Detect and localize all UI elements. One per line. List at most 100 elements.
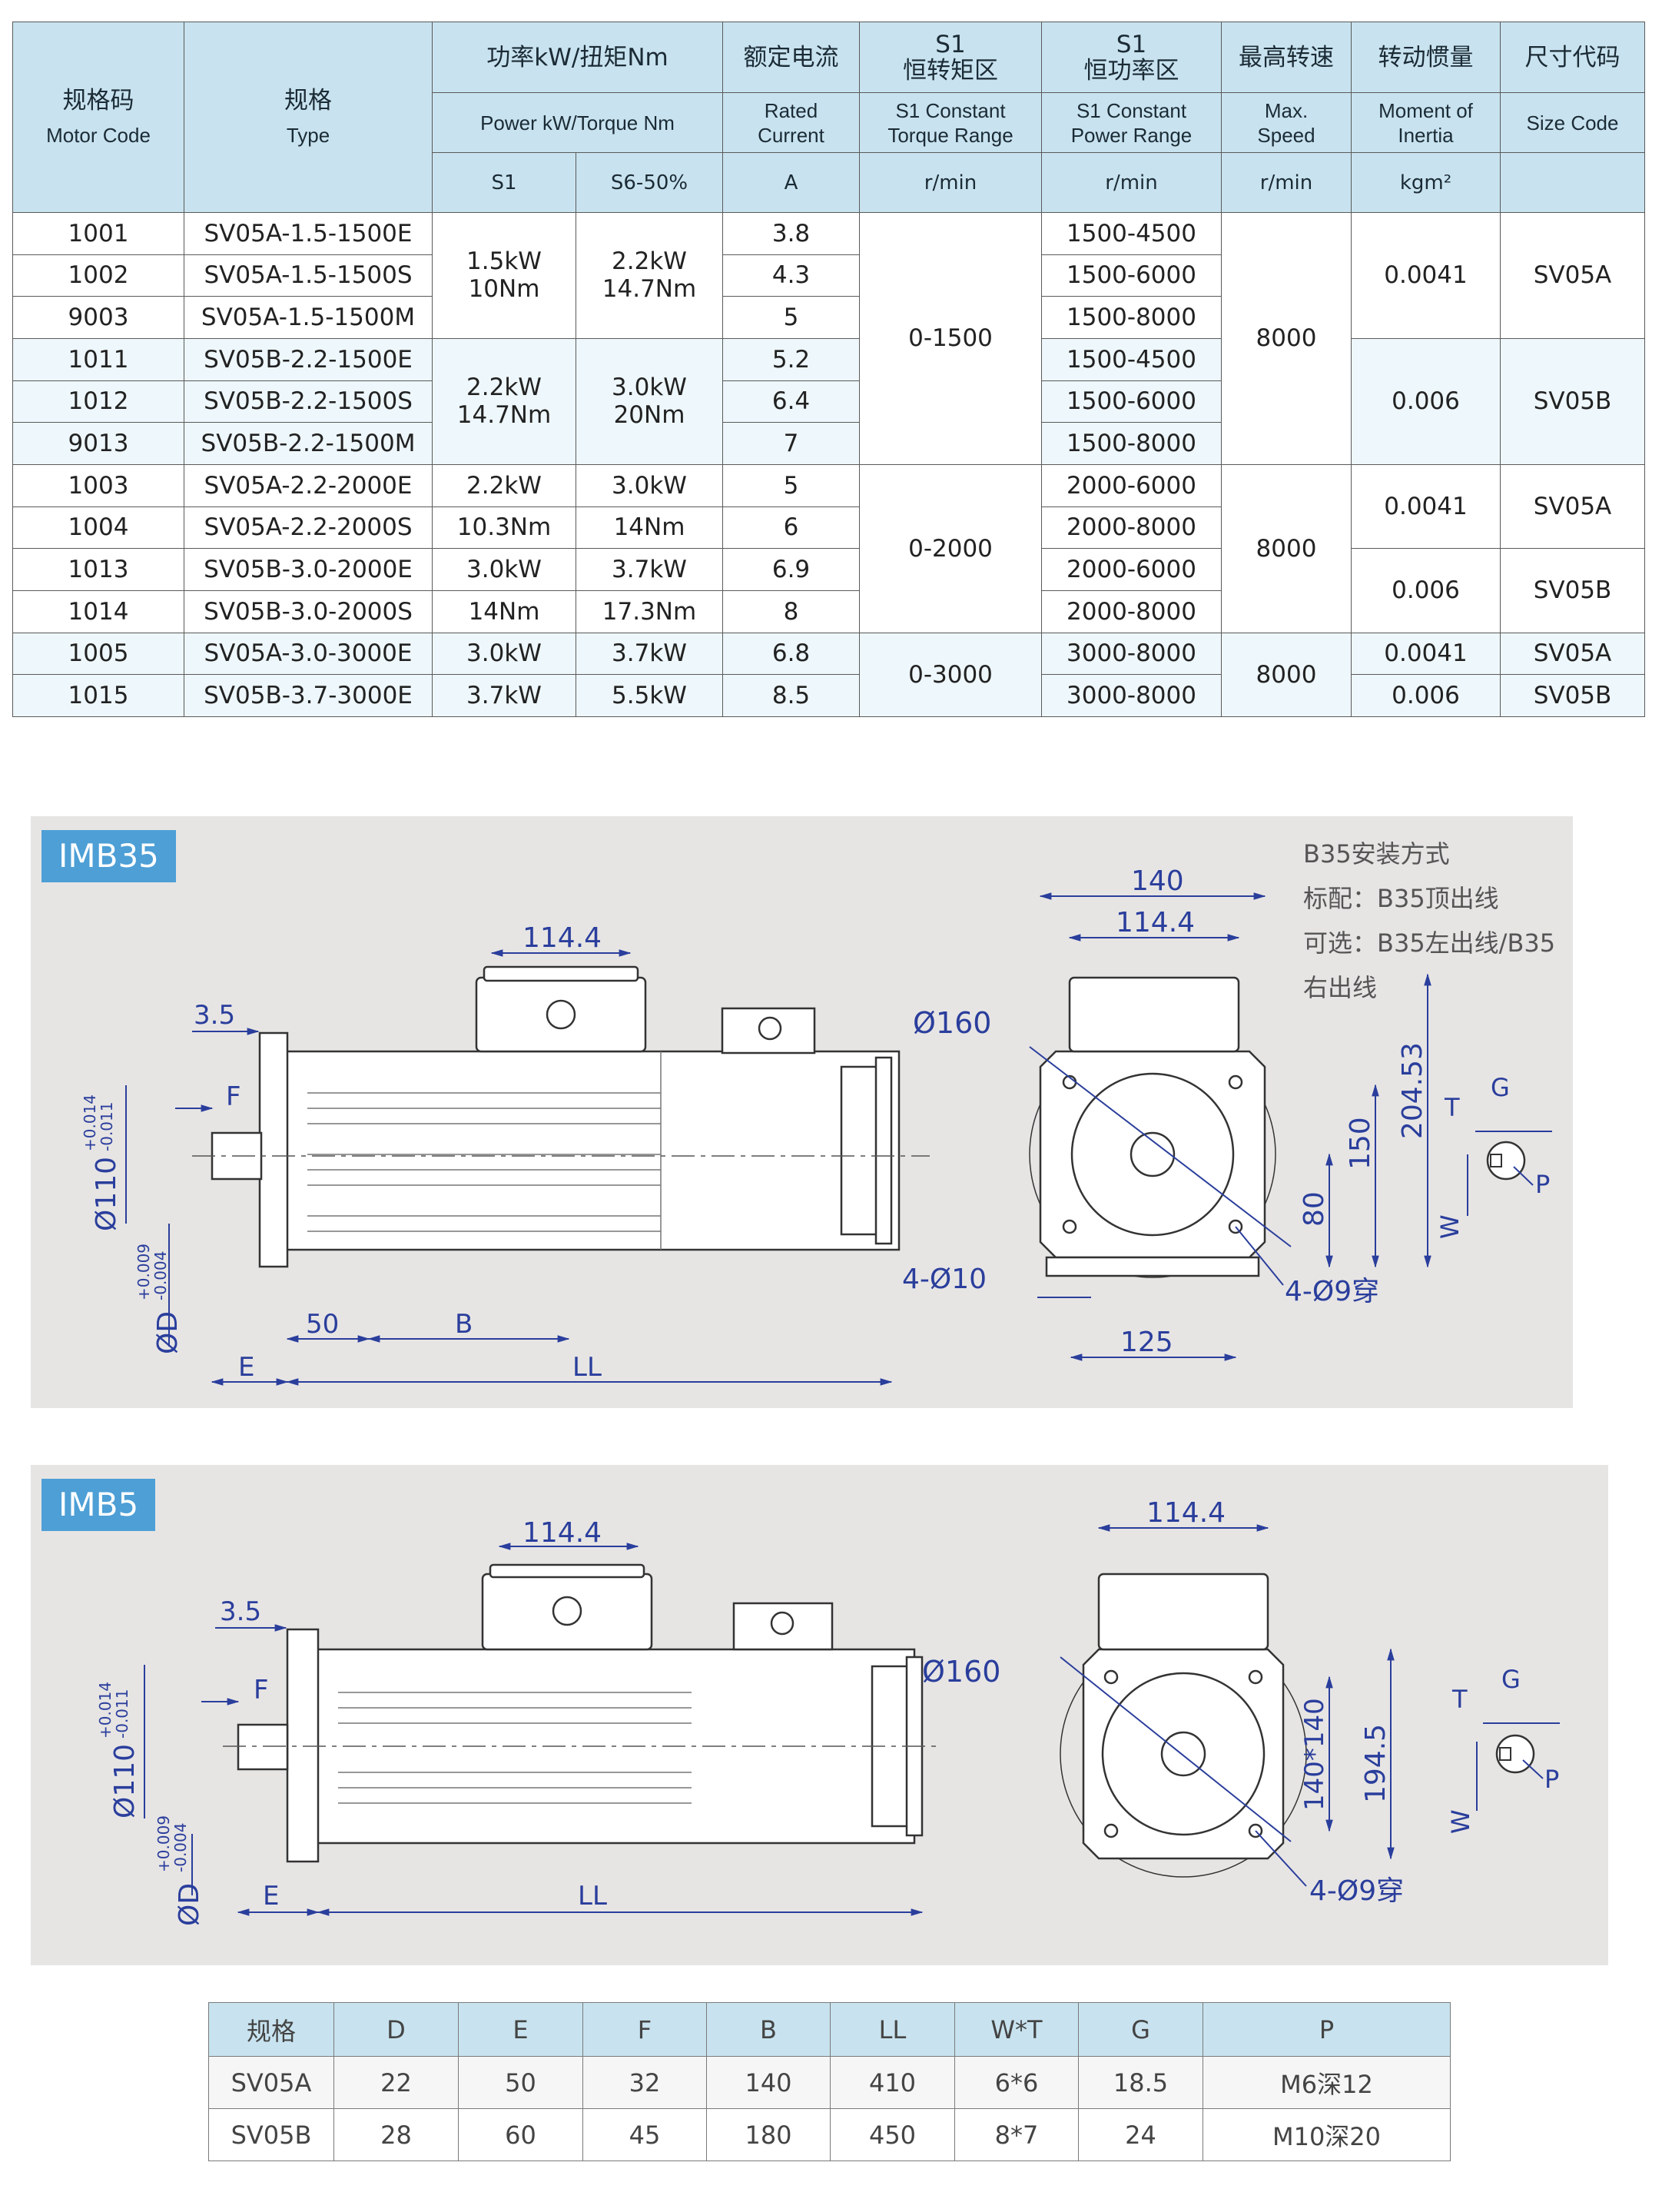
cell-s1: 3.7kW: [432, 674, 576, 717]
cell-inertia: 0.0041: [1351, 632, 1501, 676]
dim-114-4: 114.4: [522, 922, 602, 954]
cell-torque-range: 0-3000: [859, 632, 1042, 718]
size-cell: SV05A: [208, 2056, 334, 2109]
dim-dia-D: ØD: [152, 1311, 184, 1354]
dim-125: 125: [1120, 1327, 1173, 1358]
dim-F: F: [226, 1081, 241, 1112]
dim-204-53: 204.53: [1397, 1042, 1428, 1139]
cable-gland-icon: [770, 1611, 795, 1636]
cell-current: 4.3: [722, 254, 860, 297]
cell-size-code: SV05B: [1500, 337, 1645, 465]
shaft-key-detail: [1495, 1734, 1535, 1774]
dim-tol-lower: -0.011: [98, 1102, 116, 1151]
cell-size-code: SV05A: [1500, 463, 1645, 550]
size-header: E: [458, 2002, 583, 2057]
header-inertia-unit: kgm²: [1351, 152, 1501, 213]
cell-current: 3.8: [722, 212, 860, 255]
cell-power-range: 3000-8000: [1041, 674, 1222, 717]
cable-gland-icon: [552, 1596, 582, 1626]
cell-max-speed: 8000: [1221, 212, 1352, 465]
size-cell: 140: [706, 2056, 831, 2109]
dim-140x140: 140*140: [1299, 1698, 1330, 1811]
cell-s6: 5.5kW: [576, 674, 723, 717]
size-cell: 180: [706, 2108, 831, 2161]
cell-current: 7: [722, 422, 860, 465]
dim-E: E: [238, 1352, 254, 1383]
imb5-drawing-panel: 114.4 3.5 F Ø110 +0.014 -0.011 ØD +0.009…: [31, 1465, 1608, 1965]
dim-D-tol-upper: +0.009: [154, 1815, 173, 1872]
size-header: G: [1078, 2002, 1203, 2057]
cell-code: 1012: [12, 380, 184, 423]
imb35-tag: IMB35: [41, 830, 176, 882]
header-inertia: 转动惯量: [1351, 22, 1501, 93]
cell-power-range: 2000-6000: [1041, 548, 1222, 591]
dim-LL: LL: [578, 1881, 607, 1911]
header-s6: S6-50%: [576, 152, 723, 213]
size-cell: 8*7: [954, 2108, 1079, 2161]
dim-dia-D: ØD: [174, 1883, 205, 1926]
cell-current: 6: [722, 506, 860, 550]
size-cell: SV05B: [208, 2108, 334, 2161]
cell-s6: 17.3Nm: [576, 590, 723, 633]
dim-50: 50: [306, 1309, 339, 1340]
cell-inertia: 0.006: [1351, 548, 1501, 633]
dim-tol-upper: +0.014: [96, 1682, 114, 1739]
cell-power-range: 2000-6000: [1041, 463, 1222, 507]
front-flange: [286, 1628, 320, 1863]
encoder-box: [732, 1602, 834, 1651]
header-blank: [1500, 152, 1645, 213]
size-cell: 18.5: [1078, 2056, 1203, 2109]
header-power: 功率kW/扭矩Nm: [432, 22, 723, 93]
size-cell: M6深12: [1203, 2056, 1451, 2109]
cell-type: SV05B-2.2-1500S: [184, 380, 433, 423]
dim-D-tol-upper: +0.009: [134, 1244, 153, 1300]
cell-type: SV05B-2.2-1500M: [184, 422, 433, 465]
cable-gland-icon: [546, 999, 576, 1030]
header-torque-unit: r/min: [859, 152, 1042, 213]
cell-current: 5.2: [722, 337, 860, 381]
dim-4-dia-9: 4-Ø9穿: [1285, 1276, 1379, 1307]
size-cell: 450: [830, 2108, 955, 2161]
dim-140: 140: [1131, 865, 1184, 897]
cell-code: 1013: [12, 548, 184, 591]
cell-current: 6.8: [722, 632, 860, 676]
imb35-drawing-panel: 114.4 3.5 F Ø110 +0.014 -0.011 ØD +0.009…: [31, 816, 1573, 1408]
mount-note-standard: 标配：B35顶出线: [1303, 884, 1499, 913]
dim-E: E: [263, 1881, 279, 1911]
cell-current: 5: [722, 463, 860, 507]
cell-inertia: 0.0041: [1351, 463, 1501, 550]
cell-size-code: SV05B: [1500, 548, 1645, 633]
cell-code: 1014: [12, 590, 184, 633]
cell-code: 1002: [12, 254, 184, 297]
header-s1: S1: [432, 152, 576, 213]
cell-power-range: 3000-8000: [1041, 632, 1222, 676]
size-header: W*T: [954, 2002, 1079, 2057]
cell-type: SV05A-2.2-2000E: [184, 463, 433, 507]
size-table: 规格 D E F B LL W*T G P SV05A 22 50 32 140…: [208, 2002, 1451, 2161]
cell-code: 9003: [12, 296, 184, 339]
cell-type: SV05A-1.5-1500E: [184, 212, 433, 255]
cell-size-code: SV05A: [1500, 632, 1645, 676]
size-cell: 22: [333, 2056, 459, 2109]
size-cell: 24: [1078, 2108, 1203, 2161]
cell-current: 8: [722, 590, 860, 633]
shaft: [237, 1723, 289, 1771]
dim-114-4-front: 114.4: [1146, 1497, 1226, 1529]
imb35-drawing: 114.4 3.5 F Ø110 +0.014 -0.011 ØD +0.009…: [81, 865, 1552, 1386]
dim-tol-lower: -0.011: [113, 1689, 131, 1739]
cell-code: 1003: [12, 463, 184, 507]
cell-s1: 14Nm: [432, 590, 576, 633]
size-header: D: [333, 2002, 459, 2057]
cell-s1: 2.2kW: [432, 463, 576, 507]
cell-torque-range: 0-2000: [859, 463, 1042, 633]
cell-type: SV05A-1.5-1500M: [184, 296, 433, 339]
header-power-range-unit: r/min: [1041, 152, 1222, 213]
dim-dia-160: Ø160: [913, 1006, 991, 1040]
cell-inertia: 0.0041: [1351, 212, 1501, 339]
cell-power-range: 1500-6000: [1041, 380, 1222, 423]
size-header: F: [582, 2002, 707, 2057]
cell-inertia: 0.006: [1351, 674, 1501, 717]
